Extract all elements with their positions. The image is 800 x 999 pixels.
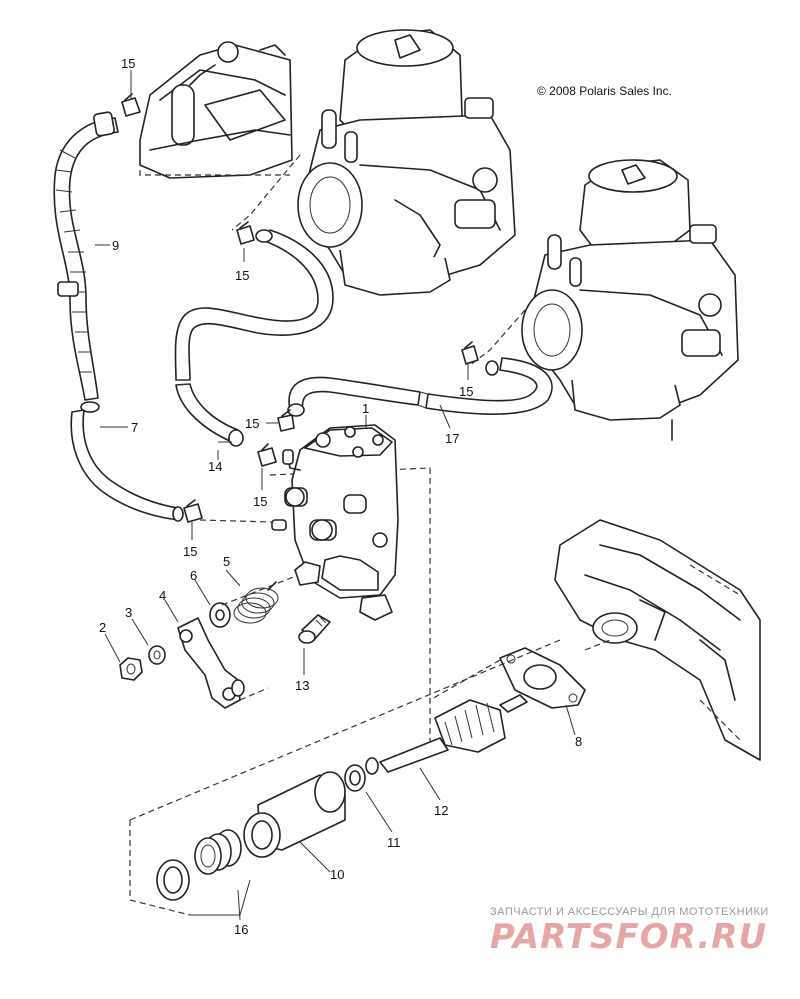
callout-4: 4 bbox=[159, 588, 166, 603]
callout-14: 14 bbox=[208, 459, 222, 474]
copyright-text: © 2008 Polaris Sales Inc. bbox=[537, 84, 672, 98]
carburetor-upper bbox=[231, 29, 516, 296]
lockwasher-3 bbox=[148, 645, 166, 665]
washer-11 bbox=[344, 764, 366, 792]
watermark-brand: PARTSFOR.RU bbox=[490, 917, 767, 957]
hose-14 bbox=[174, 229, 334, 447]
leader-lines bbox=[95, 70, 576, 921]
washer-6 bbox=[209, 602, 231, 628]
clamp-15-carb-upper bbox=[236, 221, 255, 245]
callout-1: 1 bbox=[362, 401, 369, 416]
sleeve-10 bbox=[243, 771, 346, 858]
callout-2: 2 bbox=[99, 620, 106, 635]
callout-9: 9 bbox=[112, 238, 119, 253]
callout-16: 16 bbox=[234, 922, 248, 937]
clamp-15-pump-top bbox=[277, 409, 295, 432]
callout-13: 13 bbox=[295, 678, 309, 693]
callout-3: 3 bbox=[125, 605, 132, 620]
callout-8: 8 bbox=[575, 734, 582, 749]
hose-7 bbox=[70, 401, 184, 522]
callout-5: 5 bbox=[223, 554, 230, 569]
shaft-12 bbox=[365, 694, 528, 775]
callout-labels: 15 9 7 15 15 1 17 15 14 15 15 5 6 4 3 2 … bbox=[99, 56, 582, 937]
callout-15-f: 15 bbox=[183, 544, 197, 559]
hose-9 bbox=[53, 111, 119, 401]
carburetor-lower bbox=[469, 159, 739, 441]
clamp-15-carb-lower bbox=[461, 341, 479, 365]
callout-15-d: 15 bbox=[245, 416, 259, 431]
callout-15-b: 15 bbox=[235, 268, 249, 283]
nut-2 bbox=[119, 657, 143, 681]
callout-17: 17 bbox=[445, 431, 459, 446]
engine-top-fragment bbox=[139, 41, 293, 179]
bolt-13 bbox=[298, 614, 331, 644]
callout-11: 11 bbox=[387, 835, 401, 850]
spring-16 bbox=[194, 829, 242, 875]
engine-crankcase-fragment bbox=[554, 519, 761, 761]
clamp-15-pump-left bbox=[257, 443, 277, 467]
clamp-15-bottom bbox=[183, 499, 203, 523]
watermark-tagline: ЗАПЧАСТИ И АКСЕССУАРЫ ДЛЯ МОТОТЕХНИКИ bbox=[490, 906, 769, 918]
callout-15-c: 15 bbox=[459, 384, 473, 399]
callout-6: 6 bbox=[190, 568, 197, 583]
gasket-8 bbox=[499, 647, 586, 709]
callout-15-a: 15 bbox=[121, 56, 135, 71]
callout-7: 7 bbox=[131, 420, 138, 435]
spring-5 bbox=[233, 581, 279, 624]
lever-4 bbox=[177, 617, 245, 709]
ring-16 bbox=[156, 859, 190, 901]
watermark: ЗАПЧАСТИ И АКСЕССУАРЫ ДЛЯ МОТОТЕХНИКИ PA… bbox=[490, 906, 769, 957]
callout-12: 12 bbox=[434, 803, 448, 818]
assembly-dash-lines bbox=[129, 519, 611, 916]
hose-17 bbox=[287, 357, 553, 417]
oil-pump-assembly bbox=[269, 424, 431, 745]
callout-10: 10 bbox=[330, 867, 344, 882]
callout-15-e: 15 bbox=[253, 494, 267, 509]
